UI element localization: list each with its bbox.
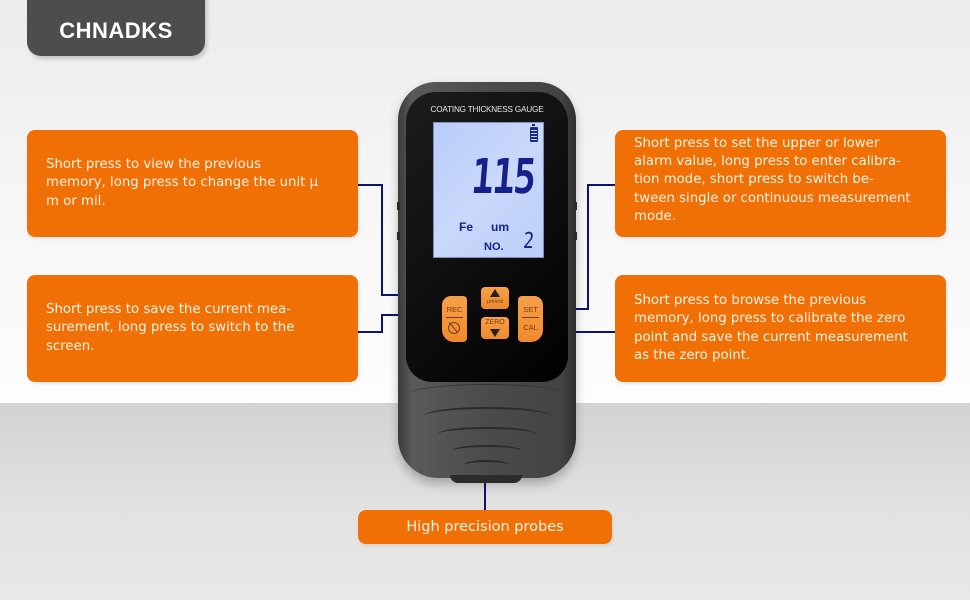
callout-probe: High precision probes — [358, 510, 612, 544]
brand-tab: CHNADKS — [27, 0, 205, 56]
button-divider — [446, 317, 463, 318]
connector-line-set — [587, 184, 589, 310]
callout-up-button: Short press to view the previous memory,… — [27, 130, 358, 237]
set-label: SET — [523, 305, 538, 314]
connector-line-probe — [484, 479, 486, 510]
device-face: COATING THICKNESS GAUGE 115 Fe um NO. 2 … — [406, 92, 568, 382]
memory-label: NO. — [484, 241, 504, 253]
connector-line-rec — [358, 331, 383, 333]
connector-line-up — [381, 184, 383, 296]
callout-set-button: Short press to set the upper or lower al… — [615, 130, 946, 237]
device-title: COATING THICKNESS GAUGE — [430, 105, 544, 114]
zero-down-button[interactable]: ZERO — [481, 317, 509, 339]
rec-label: REC — [446, 305, 463, 314]
grip-ridge — [452, 445, 522, 457]
grip-seam — [408, 384, 566, 405]
memory-number: 2 — [522, 229, 535, 254]
callout-text: High precision probes — [406, 518, 564, 535]
connector-line-up — [358, 184, 383, 186]
cal-label: CAL — [523, 323, 538, 332]
unit-toggle-label: μm/mil — [486, 299, 504, 305]
lcd-screen: 115 Fe um NO. 2 — [433, 122, 544, 258]
side-notch — [574, 232, 577, 240]
callout-text: Short press to browse the previous memor… — [634, 292, 908, 363]
callout-rec-button: Short press to save the current mea- sur… — [27, 275, 358, 382]
side-notch — [574, 202, 577, 210]
zero-label: ZERO — [485, 319, 505, 326]
grip-ridge — [424, 407, 550, 425]
rec-power-button[interactable]: REC — [442, 296, 467, 342]
callout-text: Short press to view the previous memory,… — [46, 157, 319, 209]
set-cal-button[interactable]: SET CAL — [518, 296, 543, 342]
side-notch — [397, 202, 400, 210]
up-unit-button[interactable]: μm/mil — [481, 287, 509, 309]
side-notch — [397, 232, 400, 240]
arrow-up-icon — [490, 289, 500, 297]
grip-ridge — [438, 427, 536, 441]
coating-thickness-gauge: COATING THICKNESS GAUGE 115 Fe um NO. 2 … — [397, 82, 577, 478]
callout-zero-button: Short press to browse the previous memor… — [615, 275, 946, 382]
callout-text: Short press to set the upper or lower al… — [634, 135, 911, 224]
arrow-down-icon — [490, 329, 500, 337]
power-icon — [448, 322, 460, 334]
connector-line-rec — [381, 314, 383, 333]
callout-text: Short press to save the current mea- sur… — [46, 302, 295, 354]
connector-line-set — [588, 184, 615, 186]
button-divider — [522, 317, 539, 318]
material-indicator: Fe — [459, 220, 474, 234]
grip-ridge — [464, 460, 510, 470]
unit-indicator: um — [491, 220, 509, 234]
probe-tip — [450, 475, 522, 483]
brand-name: CHNADKS — [59, 18, 173, 43]
thickness-reading: 115 — [469, 149, 537, 205]
battery-full-icon — [530, 124, 538, 142]
